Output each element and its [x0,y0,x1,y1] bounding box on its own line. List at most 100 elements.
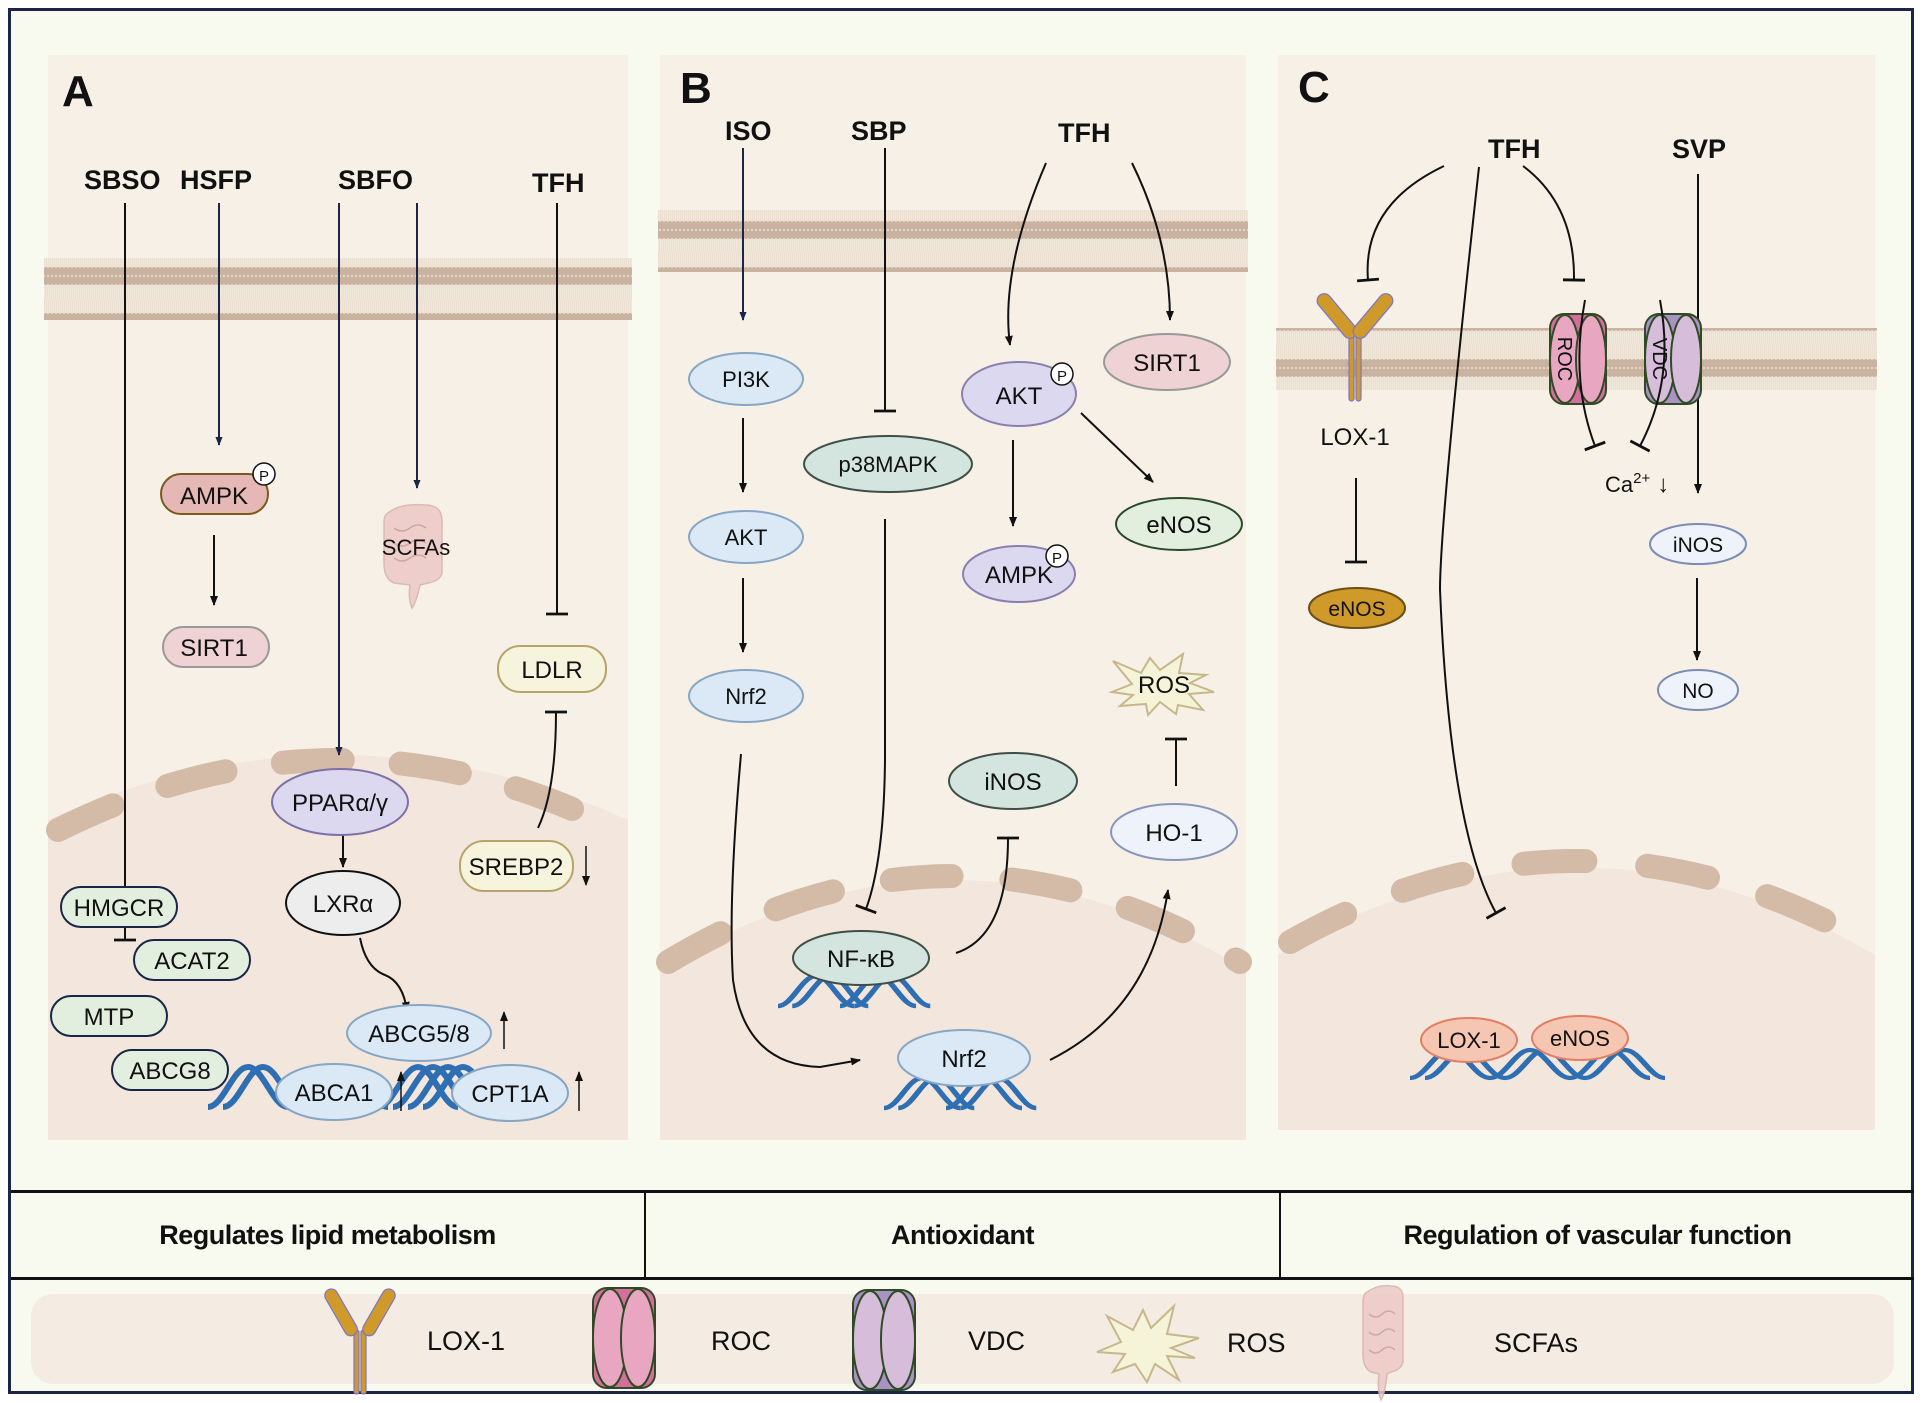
svg-text:ABCG8: ABCG8 [129,1058,210,1085]
edge-lxr-abcg58 [359,937,410,1012]
input-hsfp: HSFP [180,165,252,195]
category-labels: Regulates lipid metabolism Antioxidant R… [11,1190,1914,1280]
edge-tfh-lox1 [1356,165,1445,283]
svg-text:ABCA1: ABCA1 [295,1080,374,1107]
node-nfkb: NF-κB [792,930,930,986]
node-no: NO [1657,669,1739,711]
phospho-icon [1045,544,1069,568]
panel-a-nuclear-envelope [46,748,630,842]
pathway-diagram: A SBSO HSFP SBFO TFH AMPK P SIRT1 [44,55,1878,1140]
phospho-icon [1050,362,1074,386]
legend-item-scfas: SCFAs [1362,1284,1578,1402]
svg-text:AKT: AKT [725,525,768,550]
panel-a: A SBSO HSFP SBFO TFH AMPK P SIRT1 [44,55,632,1140]
node-ampk-b: AMPK P [962,544,1076,603]
edge-tfh-channels [1522,165,1586,282]
svg-text:LXRα: LXRα [313,891,374,918]
roc-channel-icon [592,1287,656,1389]
svg-text:eNOS: eNOS [1328,598,1385,621]
category-lipid-metabolism: Regulates lipid metabolism [159,1219,496,1250]
edge-tfh-akt [1004,162,1047,346]
input-iso: ISO [725,116,772,146]
node-abcg58: ABCG5/8 [346,1004,508,1062]
edge-nrf2-ho1 [1049,889,1171,1061]
svg-text:NF-κB: NF-κB [827,946,895,973]
lox1-receptor-icon [324,1288,396,1395]
svg-text:ROC: ROC [1553,337,1575,381]
node-mtp: MTP [50,995,168,1037]
svg-text:LDLR: LDLR [521,657,582,684]
node-akt-b: AKT [688,510,804,564]
svg-text:PPARα/γ: PPARα/γ [292,790,388,817]
svg-text:CPT1A: CPT1A [471,1081,548,1108]
svg-text:ABCG5/8: ABCG5/8 [368,1021,469,1048]
node-cpt1a: CPT1A [451,1064,583,1122]
node-ampk-a: AMPK P [160,462,276,515]
legend-item-roc: ROC [592,1287,771,1389]
svg-text:AMPK: AMPK [180,483,248,510]
svg-text:ROS: ROS [1227,1328,1286,1358]
intestine-icon [383,503,443,610]
node-lxr: LXRα [285,870,401,936]
svg-text:SIRT1: SIRT1 [1133,350,1201,377]
node-inos-c: iNOS [1649,523,1747,565]
panel-c-letter: C [1298,63,1330,112]
svg-text:SCFAs: SCFAs [382,535,450,560]
legend-item-ros: ROS [1096,1302,1286,1385]
svg-text:NO: NO [1682,680,1714,703]
category-antioxidant: Antioxidant [644,1193,1279,1277]
node-ho1: HO-1 [1110,803,1238,861]
svg-text:P: P [1057,368,1067,385]
node-abca1: ABCA1 [275,1063,405,1121]
node-inos-b: iNOS [948,752,1078,810]
svg-text:SCFAs: SCFAs [1494,1328,1578,1358]
node-srebp2: SREBP2 [459,840,590,892]
svg-text:p38MAPK: p38MAPK [838,452,937,477]
panel-c-nuclear-envelope [1278,849,1878,954]
svg-text:iNOS: iNOS [1673,534,1723,557]
panel-b-cell-membrane [658,210,1248,272]
input-sbso: SBSO [84,165,161,195]
vdc-channel-icon: VDC [1644,313,1702,405]
panel-b-letter: B [680,64,712,113]
svg-text:ROC: ROC [711,1326,771,1356]
roc-channel-icon: ROC [1549,313,1607,405]
input-tfh-c: TFH [1488,134,1540,164]
label-lox1-c: LOX-1 [1320,424,1389,451]
svg-text:eNOS: eNOS [1550,1026,1610,1051]
input-sbfo: SBFO [338,165,413,195]
node-ros-b: ROS [1108,651,1215,718]
svg-text:P: P [259,468,269,485]
svg-text:LOX-1: LOX-1 [427,1326,505,1356]
node-nrf2-b: Nrf2 [688,669,804,723]
node-ppar: PPARα/γ [271,768,409,836]
svg-text:VDC: VDC [968,1326,1025,1356]
svg-text:LOX-1: LOX-1 [1437,1028,1501,1053]
node-nrf2-nuclear: Nrf2 [897,1029,1031,1087]
edge-vdc-ca [1629,299,1666,453]
lox1-receptor-icon [1316,293,1394,402]
node-scfas-a: SCFAs [382,503,450,610]
edge-akt-enos [1080,412,1154,483]
svg-text:HMGCR: HMGCR [74,895,165,922]
edge-srebp2-ldlr [537,710,568,829]
legend-item-vdc: VDC [852,1289,1025,1391]
svg-text:ROS: ROS [1138,672,1190,699]
svg-text:VDC: VDC [1648,338,1670,380]
legend: LOX-1 ROC VDC ROS [31,1284,1894,1402]
ros-burst-icon [1096,1302,1200,1385]
svg-text:Nrf2: Nrf2 [725,684,767,709]
node-enos-b: eNOS [1115,497,1243,551]
edge-nfkb-inos [955,836,1020,954]
svg-text:eNOS: eNOS [1146,512,1211,539]
node-pi3k: PI3K [688,352,804,406]
svg-text:HO-1: HO-1 [1145,820,1202,847]
node-abcg8: ABCG8 [111,1049,229,1091]
input-tfh-a: TFH [532,168,584,198]
node-lox1-nuclear: LOX-1 [1420,1017,1518,1063]
ros-burst-icon [1108,651,1215,718]
svg-text:Ca2+↓: Ca2+↓ [1605,470,1669,498]
input-tfh-b: TFH [1058,118,1110,148]
edge-nrf2-nucleus [730,753,861,1069]
svg-text:Nrf2: Nrf2 [941,1046,986,1073]
